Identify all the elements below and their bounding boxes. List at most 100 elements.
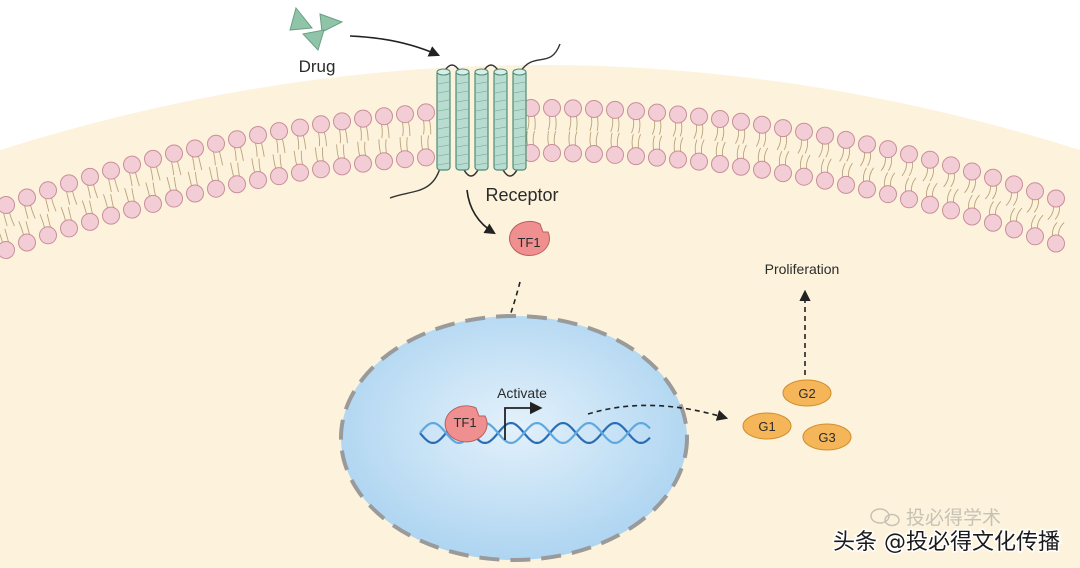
gene-g2-label: G2 xyxy=(798,386,815,401)
phospholipid-head xyxy=(312,160,330,179)
phospholipid-head xyxy=(207,179,225,198)
receptor-helix-stripe xyxy=(513,81,526,85)
phospholipid-head xyxy=(18,233,36,252)
receptor-helix-cap xyxy=(512,68,527,76)
phospholipid-head xyxy=(900,190,918,209)
phospholipid-head xyxy=(942,156,960,175)
receptor xyxy=(389,43,561,199)
phospholipid-head xyxy=(984,168,1002,187)
transcription-start-arrow xyxy=(504,401,543,440)
phospholipid-head xyxy=(1005,175,1023,194)
phospholipid-head xyxy=(690,152,708,171)
phospholipid-head xyxy=(18,188,36,207)
receptor-to-tf1-arrow xyxy=(466,189,496,235)
receptor-helix-stripe xyxy=(494,135,507,139)
phospholipid-head xyxy=(732,112,750,131)
receptor-helix-stripe xyxy=(513,90,526,94)
phospholipid-head xyxy=(228,175,246,194)
receptor-helix-stripe xyxy=(437,135,450,139)
phospholipid-head xyxy=(837,130,855,149)
gene-g3 xyxy=(802,423,852,451)
phospholipid-head xyxy=(354,154,372,173)
gene-g1 xyxy=(742,412,792,440)
phospholipid-head xyxy=(207,134,225,153)
receptor-helix-stripe xyxy=(475,90,488,94)
phospholipid-head xyxy=(39,181,57,200)
receptor-helix-stripe xyxy=(475,99,488,103)
receptor-helix-stripe xyxy=(475,117,488,121)
drug-molecules xyxy=(289,6,344,51)
phospholipid-head xyxy=(921,195,939,214)
receptor-helix-stripe xyxy=(513,99,526,103)
phospholipid-head xyxy=(564,99,582,118)
phospholipid-head xyxy=(81,212,99,231)
phospholipid-head xyxy=(606,100,624,119)
receptor-helix-stripe xyxy=(513,144,526,148)
phospholipid-head xyxy=(627,102,645,121)
receptor-helix-stripe xyxy=(437,81,450,85)
phospholipid-head xyxy=(879,140,897,159)
phospholipid-head xyxy=(39,226,57,245)
phospholipid-head xyxy=(669,150,687,169)
phospholipid-head xyxy=(984,213,1002,232)
receptor-helix-stripe xyxy=(513,153,526,157)
receptor-helix-stripe xyxy=(456,90,469,94)
receptor-helix-stripe xyxy=(456,126,469,130)
phospholipid-head xyxy=(543,99,561,118)
phospholipid-head xyxy=(816,126,834,145)
phospholipid-head xyxy=(585,144,603,163)
phospholipid-head xyxy=(1026,227,1044,246)
receptor-helix-stripe xyxy=(494,99,507,103)
receptor-helix-stripe xyxy=(437,90,450,94)
phospholipid-head xyxy=(606,145,624,164)
receptor-helix-cap xyxy=(474,68,489,76)
phospholipid-head xyxy=(669,105,687,124)
receptor-helix-stripe xyxy=(494,108,507,112)
phospholipid-head xyxy=(1047,189,1065,208)
phospholipid-head xyxy=(543,144,561,163)
watermark-icon xyxy=(870,508,900,527)
receptor-helix-stripe xyxy=(456,144,469,148)
phospholipid-head xyxy=(837,175,855,194)
phospholipid-head xyxy=(186,139,204,158)
phospholipid-head xyxy=(711,110,729,129)
phospholipid-head xyxy=(102,206,120,225)
phospholipid-head xyxy=(270,167,288,186)
receptor-helix-stripe xyxy=(494,162,507,166)
phospholipid-head xyxy=(417,103,435,122)
receptor-helix-stripe xyxy=(456,99,469,103)
receptor-helix-stripe xyxy=(494,144,507,148)
phospholipid-head xyxy=(585,99,603,118)
phospholipid-head xyxy=(648,103,666,122)
receptor-helix-stripe xyxy=(513,117,526,121)
gene-g1-label: G1 xyxy=(758,419,775,434)
phospholipid-head xyxy=(186,184,204,203)
phospholipid-head xyxy=(396,105,414,124)
phospholipid-head xyxy=(144,149,162,168)
activate-label: Activate xyxy=(497,385,547,401)
phospholipid-head xyxy=(753,115,771,134)
receptor-helix-cap xyxy=(455,68,470,76)
phospholipid-head xyxy=(165,144,183,163)
phospholipid-head xyxy=(123,200,141,219)
phospholipid-head xyxy=(270,122,288,141)
receptor-helix-stripe xyxy=(437,126,450,130)
phospholipid-head xyxy=(858,135,876,154)
phospholipid-head xyxy=(165,189,183,208)
phospholipid-head xyxy=(963,207,981,226)
phospholipid-head xyxy=(774,119,792,138)
receptor-helix-stripe xyxy=(494,126,507,130)
phospholipid-head xyxy=(333,112,351,131)
receptor-helix-cap xyxy=(493,68,508,76)
gene-g2 xyxy=(782,379,832,407)
phospholipid-head xyxy=(81,167,99,186)
phospholipid-head xyxy=(60,174,78,193)
receptor-helix-stripe xyxy=(513,126,526,130)
receptor-helix-stripe xyxy=(513,108,526,112)
receptor-helix-stripe xyxy=(494,81,507,85)
receptor-helix-stripe xyxy=(475,126,488,130)
receptor-helix-stripe xyxy=(475,162,488,166)
receptor-helix-stripe xyxy=(437,99,450,103)
